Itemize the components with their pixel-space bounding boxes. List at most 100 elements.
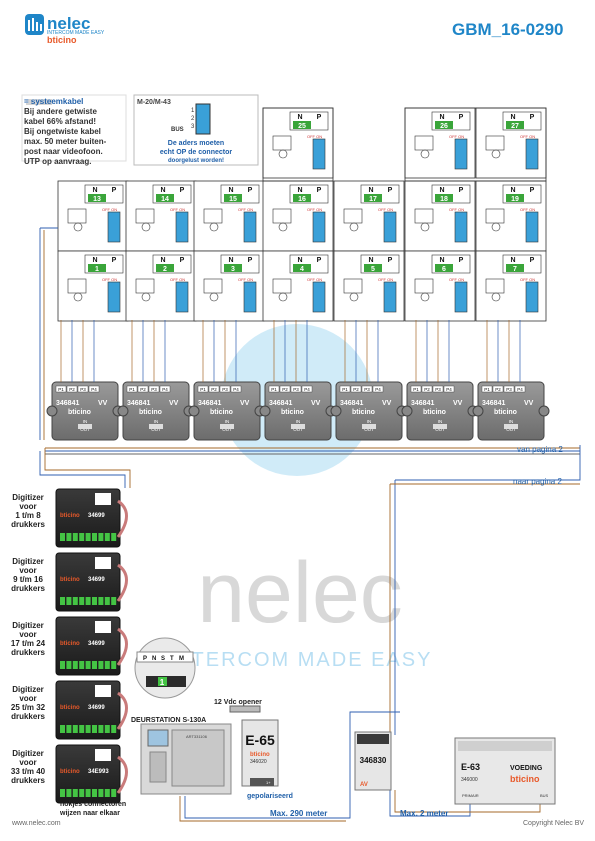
interface-346830: 346830 AV Max. 290 meter [270, 731, 392, 818]
number-badge [364, 194, 382, 202]
screen-icon [272, 278, 292, 294]
port-label: P2 [69, 387, 75, 392]
terminal-pin [98, 597, 104, 605]
terminal-block [175, 211, 189, 243]
screen-icon [67, 278, 87, 294]
p-label: P [248, 257, 253, 264]
port-box [208, 385, 220, 393]
terminal-block [175, 281, 189, 313]
off-on-label: OFF ON [307, 134, 322, 139]
digitizer-label-l2: voor [19, 566, 37, 575]
cable [395, 445, 581, 481]
n-label: N [297, 114, 302, 121]
terminal-block [312, 281, 326, 313]
port-label: P2 [353, 387, 359, 392]
ribbon-cable [116, 499, 128, 538]
port-box [514, 385, 526, 393]
p-label: P [112, 187, 117, 194]
terminal-pin [66, 725, 72, 733]
button-icon [141, 222, 151, 232]
ribbon-cable [116, 563, 128, 602]
distributor-brand: bticino [494, 409, 517, 416]
distributor-model: 346841 [411, 400, 434, 407]
port-box [219, 385, 231, 393]
mag-pin-label: S [161, 656, 165, 662]
in-terminal [220, 424, 234, 429]
from-page-label: van pagina 2 [517, 445, 563, 454]
distributor-out: OUT [80, 427, 90, 432]
digitizer-label-l2: voor [19, 694, 37, 703]
off-on-label: OFF ON [520, 277, 535, 282]
connector-model: M-20/M-43 [137, 99, 171, 106]
cable [389, 790, 471, 817]
mount-left [46, 405, 58, 417]
n-label: N [160, 187, 165, 194]
terminal-pin [72, 533, 78, 541]
off-on-label: OFF ON [378, 207, 393, 212]
n-label: N [368, 257, 373, 264]
n-label: N [228, 257, 233, 264]
port-label: P2 [140, 387, 146, 392]
port-box [77, 385, 89, 393]
distributor-in: IN [367, 419, 372, 424]
port-label: P3 [435, 387, 441, 392]
nokjes-line-1: nokjes connectoren [60, 801, 126, 808]
distributor-out: OUT [222, 427, 232, 432]
monitor-number: 27 [511, 123, 519, 130]
top-frame [404, 107, 547, 182]
button-icon [420, 222, 430, 232]
off-on-label: OFF ON [378, 277, 393, 282]
terminal-pin [72, 789, 78, 797]
port-box [268, 385, 280, 393]
port-label: P1 [413, 387, 419, 392]
p-label: P [530, 257, 535, 264]
button-icon [420, 292, 430, 302]
n-label: N [510, 114, 515, 121]
number-badge [506, 194, 524, 202]
mount-right [538, 405, 550, 417]
distributor-in: IN [438, 419, 443, 424]
n-label: N [297, 257, 302, 264]
note-line-3: doorgelust worden! [168, 158, 224, 164]
distributor-out: OUT [435, 427, 445, 432]
terminal-pin [66, 597, 72, 605]
cable [184, 711, 400, 819]
port-label: P3 [506, 387, 512, 392]
screen-icon [272, 208, 292, 224]
terminal-pin [98, 725, 104, 733]
cable [179, 796, 346, 822]
e63-primair: PRIMAIR [462, 793, 479, 798]
number-badge [88, 194, 106, 202]
screen-icon [414, 135, 434, 151]
mount-left [117, 405, 129, 417]
terminal-pin [79, 597, 85, 605]
legend-line-1: = systeemkabel [24, 97, 84, 106]
monitor-number: 3 [231, 266, 235, 273]
top-frame [262, 107, 334, 182]
distributor-model: 346841 [56, 400, 79, 407]
port-label: P2 [424, 387, 430, 392]
port-box [443, 385, 455, 393]
digitizer-model: 34699 [88, 641, 105, 647]
distributor-in: IN [154, 419, 159, 424]
legend-text: = systeemkabel Bij andere getwiste kabel… [24, 97, 124, 167]
port-box [372, 385, 384, 393]
n-label: N [510, 257, 515, 264]
p-label: P [317, 187, 322, 194]
e65-terminal: 1+ [266, 780, 271, 785]
digitizer-label-l4: drukkers [11, 648, 45, 657]
legend-line-7: UTP op aanvraag. [24, 157, 92, 166]
distributor-in: IN [225, 419, 230, 424]
legend-line-3: kabel 66% afstand! [24, 117, 97, 126]
p-label: P [388, 257, 393, 264]
